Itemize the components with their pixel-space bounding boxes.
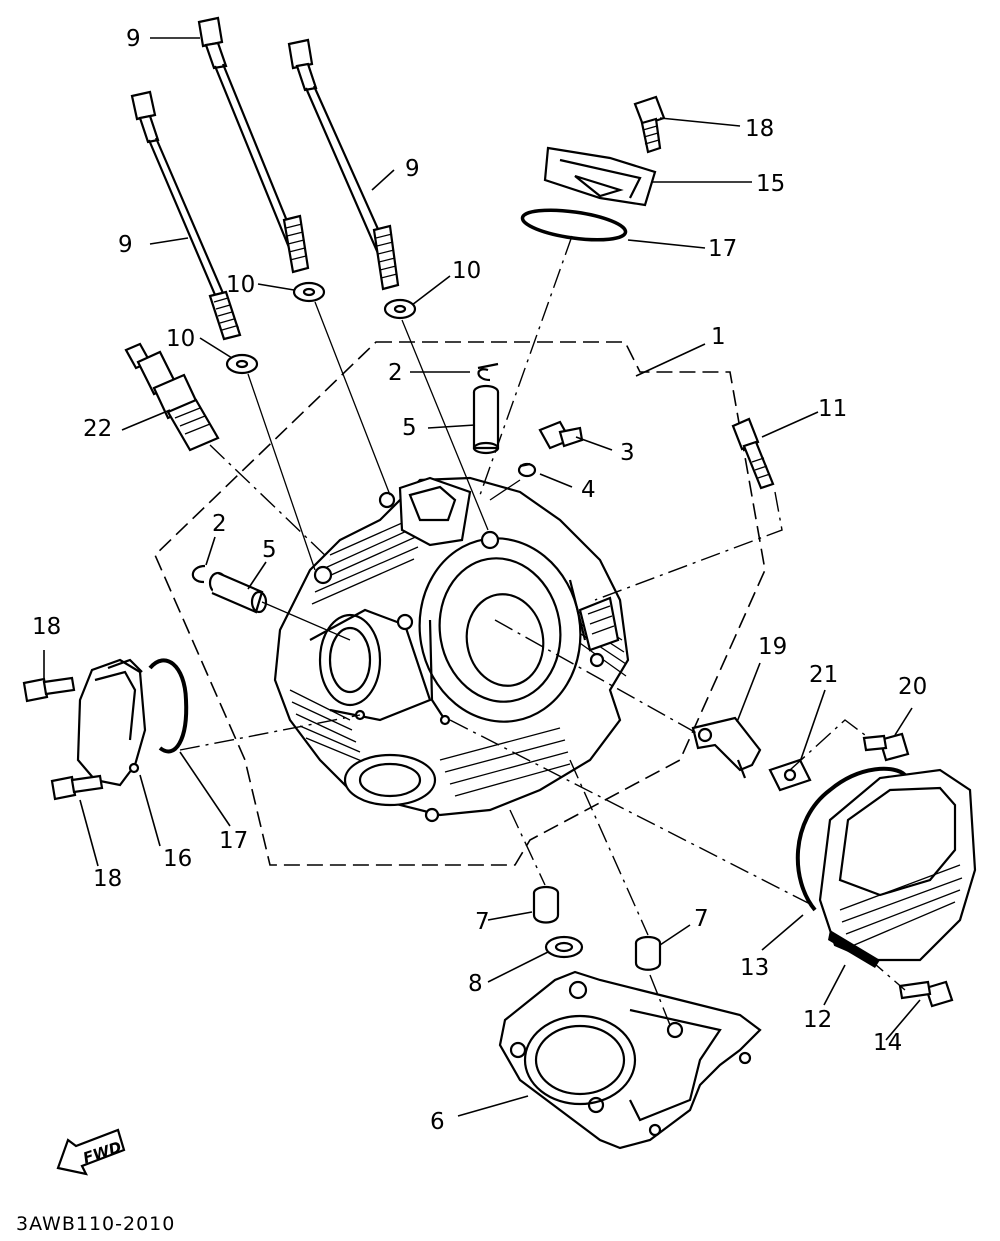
callout-14: 14 (873, 1030, 902, 1056)
head-bolt-right (287, 38, 400, 291)
callout-21: 21 (809, 662, 838, 688)
o-ring-13 (795, 766, 907, 912)
alignment-line-dowel-left (509, 809, 546, 886)
callout-20: 20 (898, 674, 927, 700)
guide-line-washer-right (401, 319, 489, 531)
bolt-18-top (633, 95, 666, 154)
callout-9-right: 9 (405, 156, 420, 182)
bolt-20 (862, 732, 910, 762)
washer-4 (517, 462, 537, 478)
alignment-line-17-left (179, 714, 361, 751)
dowel-pin-7-right (634, 935, 662, 971)
washer-10-right (383, 298, 417, 320)
alignment-line-gasket (649, 974, 673, 1031)
washer-10-middle (292, 281, 326, 303)
callout-1: 1 (711, 324, 726, 350)
alignment-line-17-top (479, 235, 573, 496)
callout-18-left-bottom: 18 (93, 866, 122, 892)
alignment-line-dowel-right (569, 759, 649, 936)
cylinder-cover-12 (818, 768, 977, 968)
callout-9-left: 9 (118, 232, 133, 258)
callout-9-top: 9 (126, 26, 141, 52)
valve-clip-top (477, 362, 499, 382)
callout-4: 4 (581, 477, 596, 503)
guide-line-bolt3 (489, 479, 521, 501)
callout-18-left-top: 18 (32, 614, 61, 640)
callout-18-top: 18 (745, 116, 774, 142)
alignment-line-13 (449, 719, 813, 906)
callout-2-top: 2 (388, 360, 403, 386)
valve-guide-top (472, 384, 500, 455)
bolt-11 (731, 417, 775, 490)
alignment-line-21 (789, 719, 866, 771)
callout-17-top: 17 (708, 236, 737, 262)
bolt-3 (538, 420, 584, 450)
gasket-21 (768, 758, 812, 792)
callout-2-left: 2 (212, 511, 227, 537)
side-cover-16 (76, 658, 147, 787)
o-ring-17-top (520, 208, 628, 242)
callout-8: 8 (468, 971, 483, 997)
cover-cap-15 (543, 146, 657, 207)
callout-11: 11 (818, 396, 847, 422)
bolt-18-left-bottom (50, 774, 104, 801)
callout-17-left: 17 (219, 828, 248, 854)
bolt-14 (898, 980, 954, 1008)
o-ring-17-left (148, 658, 189, 754)
callout-15: 15 (756, 171, 785, 197)
callout-7-left: 7 (475, 909, 490, 935)
assembly-boundary (154, 341, 766, 866)
callout-16: 16 (163, 846, 192, 872)
alignment-line-19 (494, 619, 701, 736)
washer-10-left (225, 353, 259, 375)
head-bolt-middle (197, 16, 310, 274)
guide-line-guide-left (261, 601, 351, 641)
spark-plug (124, 342, 220, 452)
valve-clip-left (191, 564, 206, 584)
callout-3: 3 (620, 440, 635, 466)
callout-7-right: 7 (694, 906, 709, 932)
valve-guide-left (208, 571, 268, 614)
tensioner-19 (691, 716, 762, 779)
dowel-pin-7-left (532, 885, 560, 924)
seal-washer-8 (544, 935, 584, 959)
callout-6: 6 (430, 1109, 445, 1135)
callout-12: 12 (803, 1007, 832, 1033)
head-bolt-left (130, 90, 242, 341)
leader-lines (43, 37, 921, 1117)
guide-line-washer-middle (314, 301, 391, 496)
alignment-line-11 (594, 491, 783, 601)
callout-22: 22 (83, 416, 112, 442)
callout-5-left: 5 (262, 537, 277, 563)
alignment-line-14 (867, 957, 906, 991)
callout-13: 13 (740, 955, 769, 981)
alignment-line-plug (209, 444, 331, 561)
callout-5-top: 5 (402, 415, 417, 441)
head-gasket-6 (498, 970, 762, 1150)
fwd-arrow-icon: FWD (56, 1128, 126, 1176)
diagram-code: 3AWB110-2010 (16, 1213, 175, 1235)
callout-19: 19 (758, 634, 787, 660)
callout-10-right: 10 (452, 258, 481, 284)
cylinder-head (273, 476, 630, 823)
callout-10-left: 10 (166, 326, 195, 352)
bolt-18-left-top (22, 676, 76, 703)
callout-10-middle: 10 (226, 272, 255, 298)
guide-line-washer-left (247, 373, 316, 571)
